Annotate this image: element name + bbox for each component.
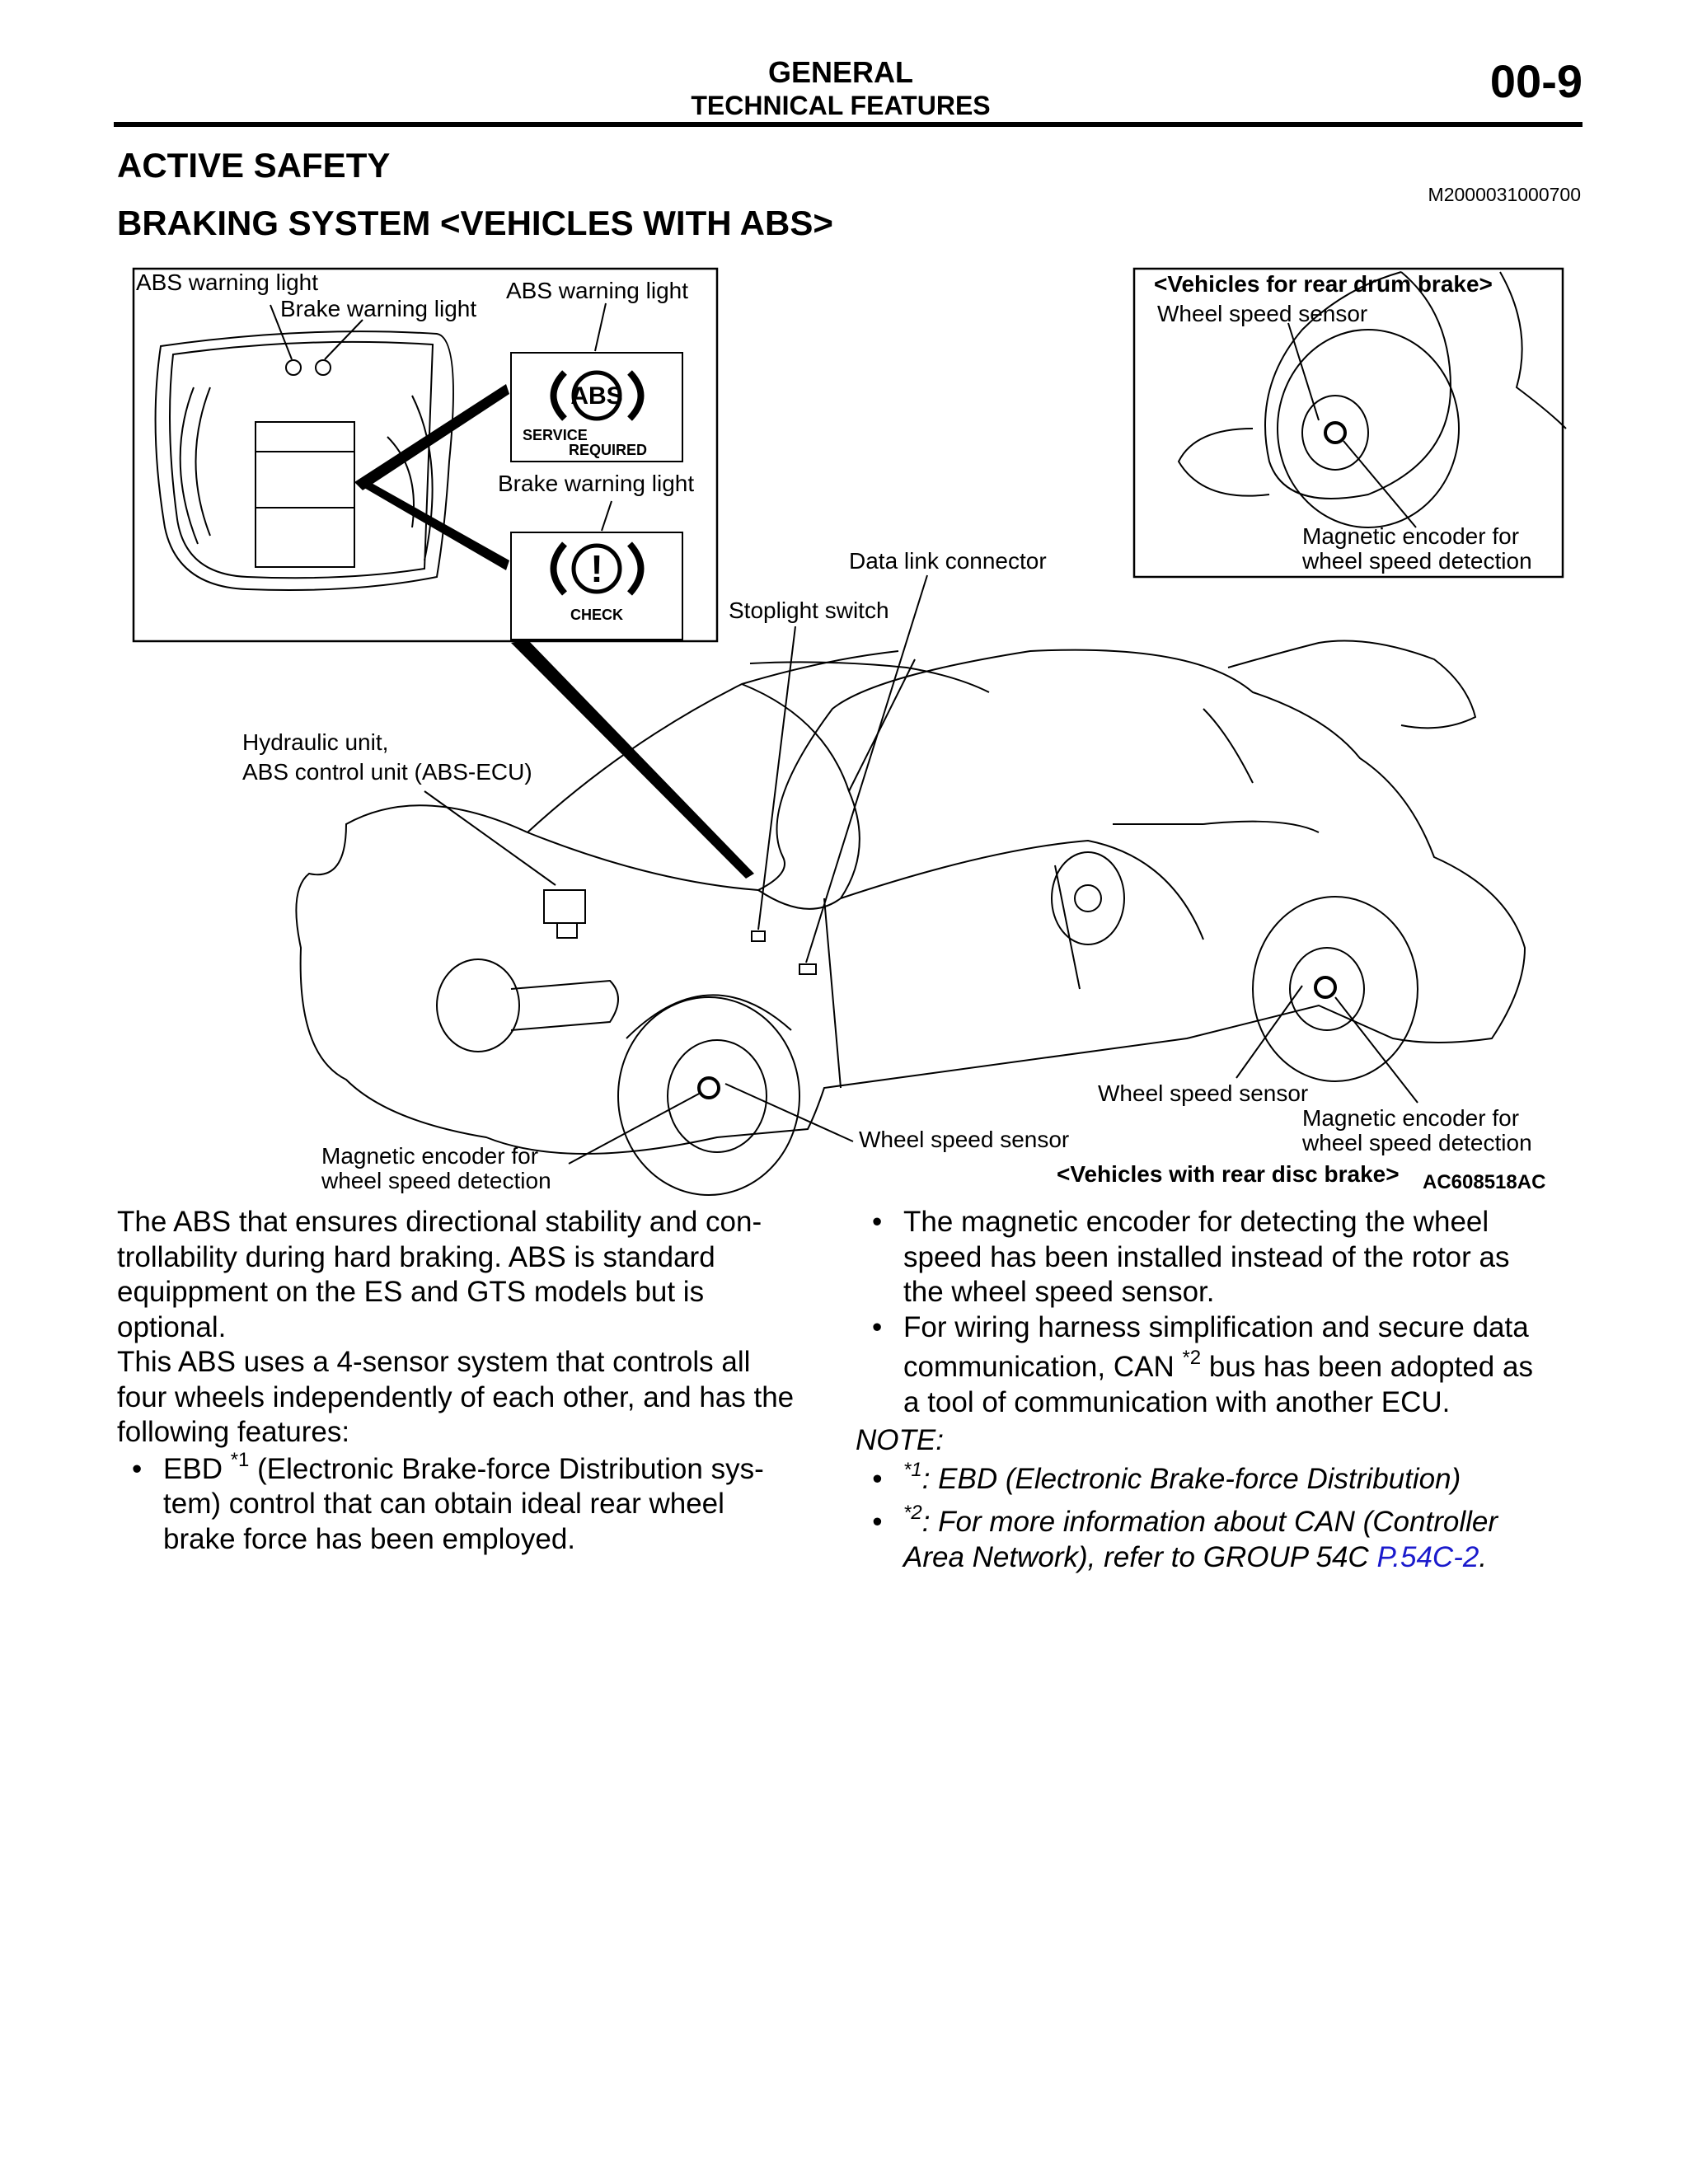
- brake-check-text: CHECK: [570, 607, 623, 623]
- drum-brake-inset: [1132, 267, 1564, 579]
- header-title: GENERAL: [767, 55, 913, 89]
- features-line-2: four wheels independently of each other,…: [117, 1380, 795, 1413]
- label-abs-warning-light-cluster: ABS warning light: [136, 269, 318, 295]
- rear-sensor-label: Wheel speed sensor: [1098, 1080, 1308, 1106]
- bullet-dot: •: [872, 1506, 883, 1538]
- bullet-dot: •: [872, 1206, 883, 1238]
- bullet-dot: •: [872, 1462, 883, 1495]
- intro-line-4: optional.: [117, 1310, 227, 1343]
- drum-encoder-label-1: Magnetic encoder for: [1302, 523, 1519, 549]
- brake-symbol: !: [590, 547, 603, 590]
- header-subtitle: TECHNICAL FEATURES: [691, 91, 991, 120]
- ebd-line-2: tem) control that can obtain ideal rear …: [163, 1488, 724, 1520]
- document-code: M2000031000700: [1428, 184, 1581, 205]
- can-footnote-ref: *2: [1182, 1347, 1202, 1370]
- abs-symbol: ABS: [570, 382, 622, 410]
- note-2-text: : For more information about CAN (Contro…: [921, 1506, 1498, 1538]
- data-link-connector-label: Data link connector: [849, 548, 1047, 574]
- page-number: 00-9: [1489, 55, 1582, 107]
- hydraulic-unit-label-2: ABS control unit (ABS-ECU): [242, 759, 532, 785]
- instrument-cluster-inset: [132, 267, 719, 643]
- can-line-1: For wiring harness simplification and se…: [903, 1310, 1529, 1343]
- drum-sensor-label: Wheel speed sensor: [1157, 301, 1367, 326]
- intro-line-1: The ABS that ensures directional stabili…: [117, 1206, 762, 1238]
- bullet-dot: •: [132, 1452, 143, 1485]
- encoder-line-1: The magnetic encoder for detecting the w…: [903, 1206, 1489, 1238]
- section-title: ACTIVE SAFETY: [117, 146, 391, 185]
- note-label: NOTE:: [856, 1424, 944, 1456]
- ebd-text-pre: EBD: [163, 1452, 231, 1485]
- features-line-1: This ABS uses a 4-sensor system that con…: [117, 1346, 751, 1378]
- brake-indicator-box: [510, 532, 683, 640]
- abs-indicator-box: [510, 352, 683, 462]
- front-encoder-label-2: wheel speed detection: [321, 1168, 551, 1193]
- can-text-pre: communication, CAN: [903, 1351, 1183, 1383]
- figure-code: AC608518AC: [1423, 1171, 1545, 1193]
- label-abs-warning-light-indicator: ABS warning light: [506, 278, 688, 303]
- note-2-ref: *2: [903, 1502, 922, 1525]
- hydraulic-unit-label-1: Hydraulic unit,: [242, 729, 388, 755]
- intro-line-2: trollability during hard braking. ABS is…: [117, 1240, 715, 1273]
- car-body-outline: [295, 649, 1526, 1155]
- group-54c-link[interactable]: P.54C-2: [1376, 1540, 1479, 1573]
- rear-encoder-label-1: Magnetic encoder for: [1302, 1105, 1519, 1131]
- encoder-line-2: speed has been installed instead of the …: [903, 1240, 1510, 1273]
- rear-encoder-label-2: wheel speed detection: [1301, 1130, 1532, 1155]
- abs-required-text: REQUIRED: [569, 442, 647, 458]
- front-sensor-label: Wheel speed sensor: [859, 1127, 1069, 1152]
- stoplight-switch-label: Stoplight switch: [729, 598, 889, 623]
- header-rule: [114, 122, 1582, 127]
- bullet-dot: •: [872, 1310, 883, 1343]
- can-line-3: a tool of communication with another ECU…: [903, 1385, 1451, 1418]
- can-text-post: bus has been adopted as: [1201, 1351, 1533, 1383]
- note-1-text: : EBD (Electronic Brake-force Distributi…: [921, 1462, 1461, 1495]
- note-item-2: • *2: For more information about CAN (Co…: [857, 1502, 1582, 1575]
- ebd-line-3: brake force has been employed.: [163, 1522, 576, 1555]
- disc-brake-caption: <Vehicles with rear disc brake>: [1057, 1161, 1400, 1187]
- ebd-text-post: (Electronic Brake-force Distribution sys…: [249, 1452, 764, 1485]
- ebd-footnote-ref: *1: [230, 1448, 250, 1471]
- right-column: • The magnetic encoder for detecting the…: [856, 1205, 1582, 1575]
- encoder-line-3: the wheel speed sensor.: [903, 1276, 1215, 1308]
- list-item-can: • For wiring harness simplification and …: [857, 1310, 1582, 1421]
- label-brake-warning-light-indicator: Brake warning light: [498, 471, 694, 496]
- note-2-end: .: [1479, 1540, 1488, 1573]
- abs-system-diagram: ABS warning light Brake warning light AB…: [132, 267, 1567, 1196]
- drum-inset-title: <Vehicles for rear drum brake>: [1154, 271, 1493, 297]
- left-column: The ABS that ensures directional stabili…: [117, 1205, 842, 1557]
- abs-service-text: SERVICE: [523, 427, 588, 443]
- drum-encoder-label-2: wheel speed detection: [1301, 548, 1532, 574]
- intro-line-3: equippment on the ES and GTS models but …: [117, 1276, 705, 1308]
- list-item-encoder: • The magnetic encoder for detecting the…: [857, 1205, 1582, 1310]
- label-brake-warning-light-cluster: Brake warning light: [280, 296, 476, 321]
- note-item-1: • *1: EBD (Electronic Brake-force Distri…: [857, 1458, 1582, 1497]
- note-1-ref: *1: [903, 1458, 922, 1481]
- front-encoder-label-1: Magnetic encoder for: [321, 1143, 538, 1169]
- features-line-3: following features:: [117, 1416, 350, 1448]
- section-subtitle: BRAKING SYSTEM <VEHICLES WITH ABS>: [117, 204, 833, 242]
- note-2-line-2: Area Network), refer to GROUP 54C: [903, 1540, 1377, 1573]
- list-item-ebd: • EBD *1 (Electronic Brake-force Distrib…: [117, 1448, 842, 1558]
